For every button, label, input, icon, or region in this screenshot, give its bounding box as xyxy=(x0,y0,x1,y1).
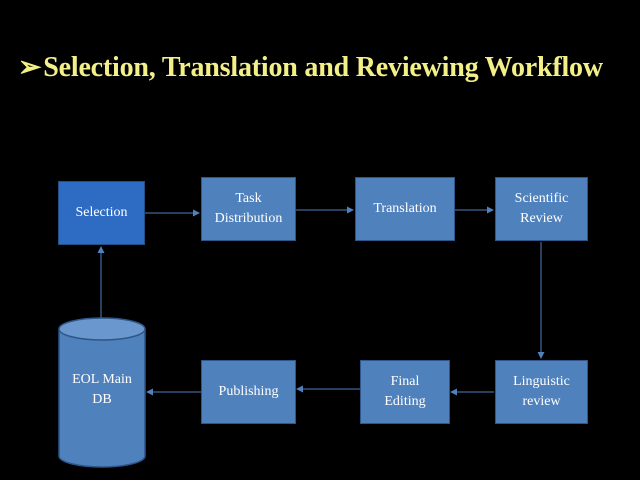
slide-title-text: Selection, Translation and Reviewing Wor… xyxy=(43,52,603,83)
node-translation[interactable]: Translation xyxy=(355,177,455,241)
node-task-distribution[interactable]: Task Distribution xyxy=(201,177,296,241)
node-selection[interactable]: Selection xyxy=(58,181,145,245)
node-eol-main-db-label[interactable]: EOL Main DB xyxy=(72,372,132,407)
arrow-bullet-icon: ➢ xyxy=(18,52,42,83)
node-final-editing[interactable]: Final Editing xyxy=(360,360,450,424)
slide-title: ➢Selection, Translation and Reviewing Wo… xyxy=(18,50,628,86)
database-cylinder-icon xyxy=(58,317,146,468)
node-linguistic-review[interactable]: Linguistic review xyxy=(495,360,588,424)
node-scientific-review[interactable]: Scientific Review xyxy=(495,177,588,241)
node-publishing[interactable]: Publishing xyxy=(201,360,296,424)
